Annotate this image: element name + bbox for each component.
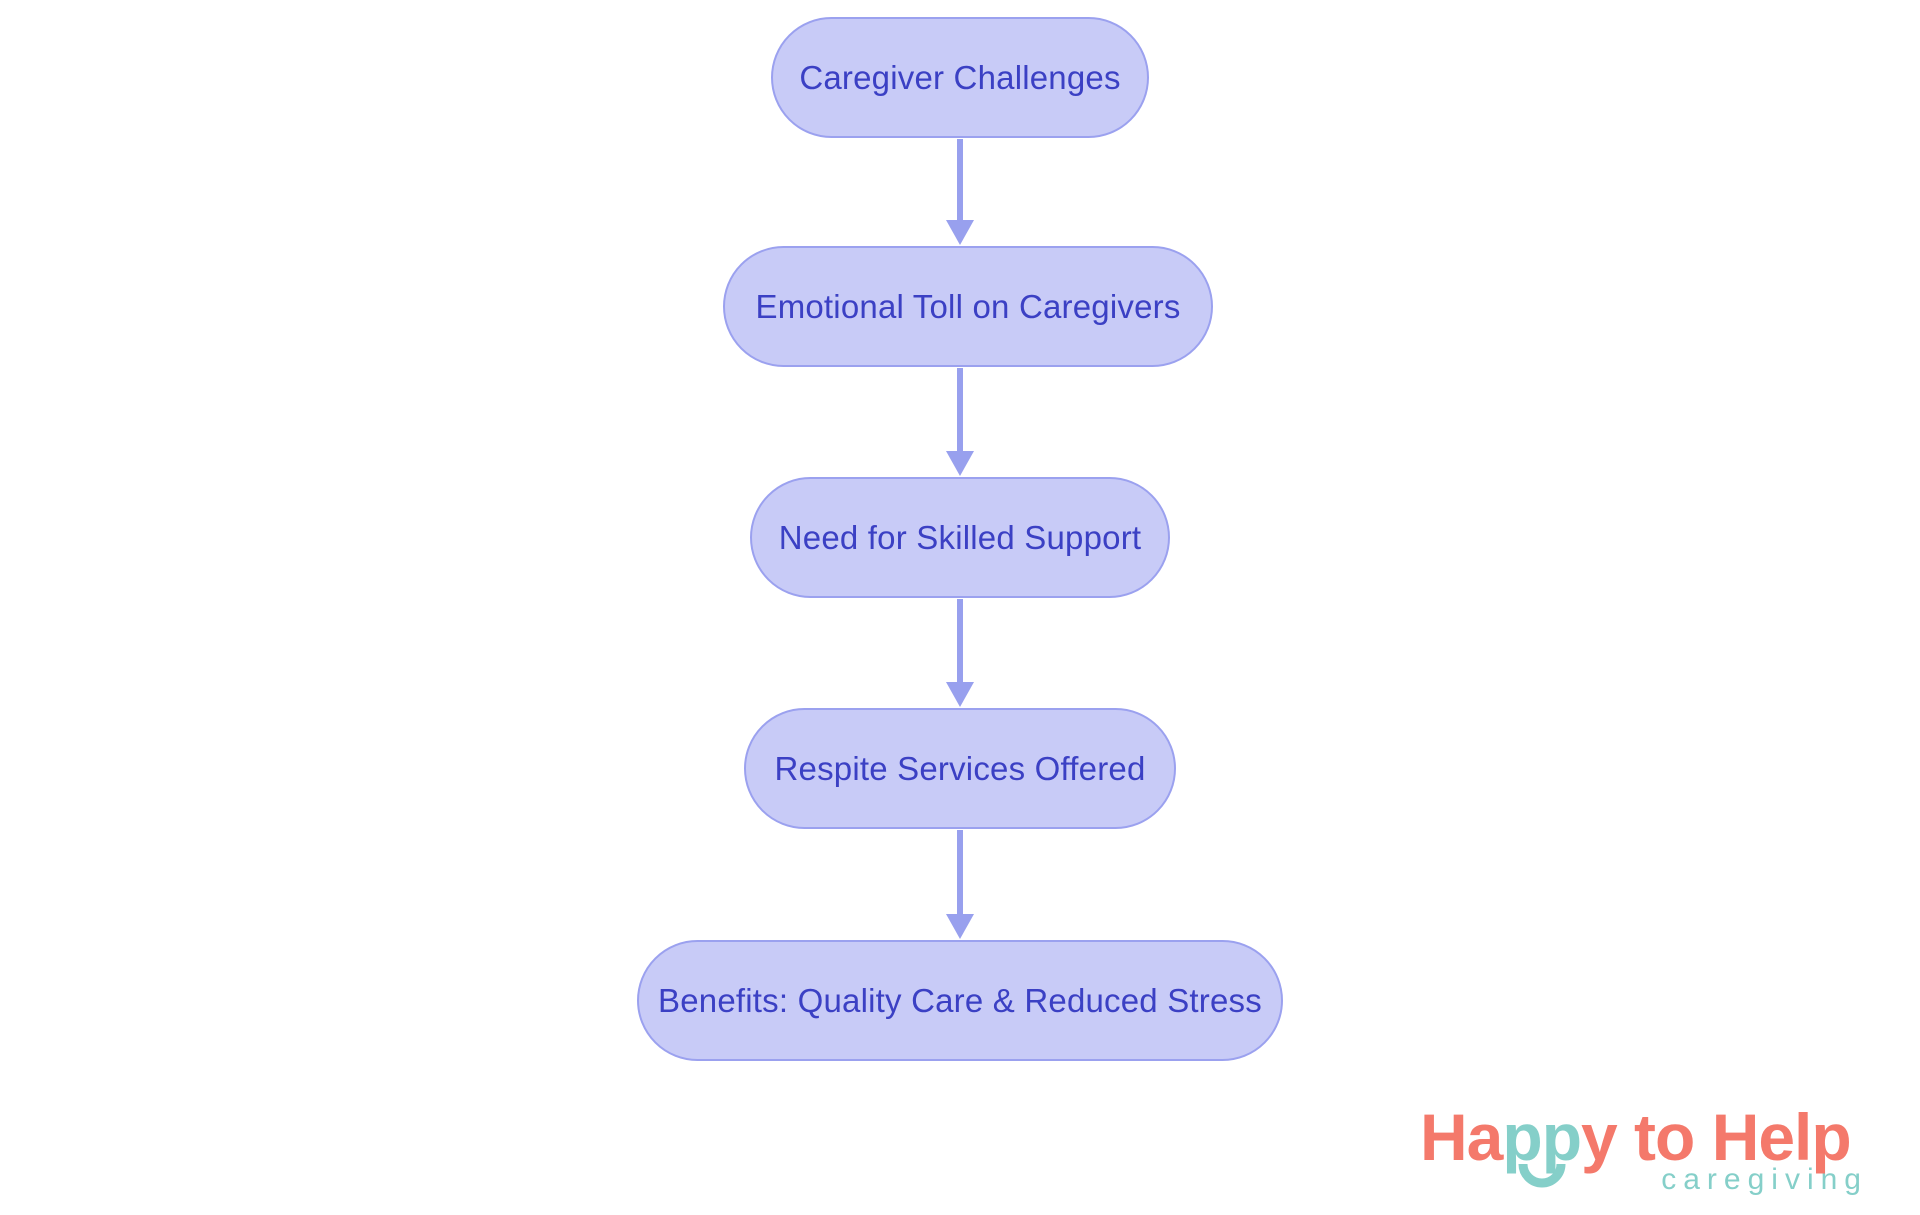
flow-node-respite-services: Respite Services Offered: [744, 708, 1176, 829]
logo-wordmark-segment-pp: pp: [1502, 1104, 1582, 1188]
flow-node-label: Emotional Toll on Caregivers: [755, 287, 1181, 325]
arrow-shaft: [957, 368, 963, 454]
flow-node-emotional-toll: Emotional Toll on Caregivers: [723, 246, 1213, 367]
arrow-down-icon: [946, 220, 974, 245]
flow-node-label: Caregiver Challenges: [799, 58, 1121, 96]
flow-node-caregiver-challenges: Caregiver Challenges: [771, 17, 1149, 138]
logo-wordmark-segment: Ha: [1420, 1100, 1503, 1174]
flow-node-label: Need for Skilled Support: [778, 518, 1142, 556]
flow-node-label: Benefits: Quality Care & Reduced Stress: [658, 981, 1262, 1019]
arrow-shaft: [957, 599, 963, 685]
arrow-connector-3: [946, 599, 974, 707]
logo-wordmark-segment: y to Help: [1581, 1100, 1852, 1174]
arrow-down-icon: [946, 451, 974, 476]
smile-icon: [1518, 1163, 1566, 1188]
logo-tagline: caregiving: [1661, 1163, 1868, 1196]
arrow-down-icon: [946, 682, 974, 707]
arrow-down-icon: [946, 914, 974, 939]
arrow-connector-4: [946, 830, 974, 939]
flow-node-skilled-support: Need for Skilled Support: [750, 477, 1170, 598]
logo-pp-text: pp: [1502, 1100, 1582, 1174]
arrow-shaft: [957, 139, 963, 223]
arrow-shaft: [957, 830, 963, 917]
arrow-connector-1: [946, 139, 974, 245]
flow-node-benefits: Benefits: Quality Care & Reduced Stress: [637, 940, 1283, 1061]
flow-node-label: Respite Services Offered: [774, 749, 1146, 787]
arrow-connector-2: [946, 368, 974, 476]
